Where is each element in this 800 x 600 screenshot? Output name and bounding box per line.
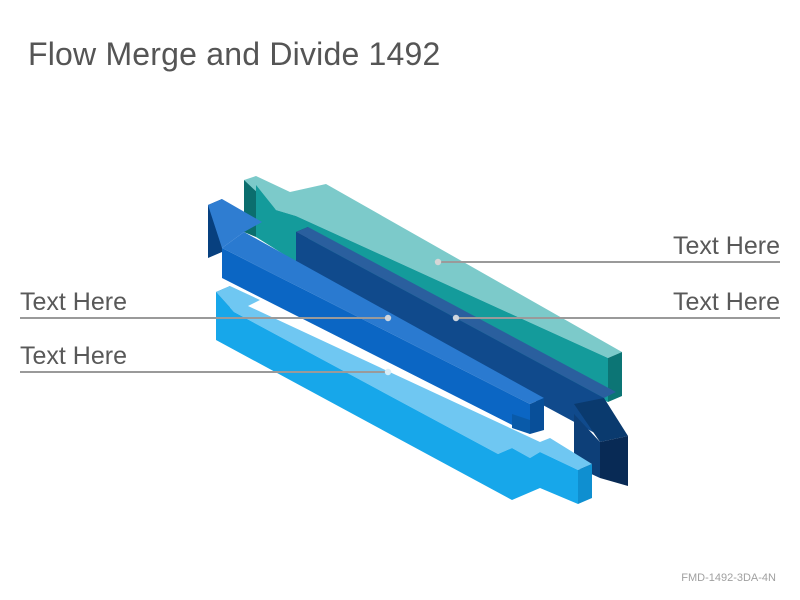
label-left-bottom: Text Here: [20, 342, 127, 370]
flow-bar-royal-top: [208, 199, 262, 248]
flow-bar-royal-front: [222, 248, 530, 434]
label-right-bottom: Text Here: [673, 288, 780, 316]
leader-left-bottom: [20, 368, 392, 376]
leader-right-bottom: [452, 314, 780, 322]
flow-bar-navy-end: [600, 436, 628, 486]
leader-left-top: [20, 314, 392, 322]
flow-bar-navy-front: [296, 232, 604, 438]
flow-bar-sky-top: [216, 286, 592, 470]
flow-bar-sky-front: [216, 292, 578, 504]
flow-bar-teal-end: [608, 352, 622, 402]
flow-bar-sky: [216, 286, 592, 504]
page-title: Flow Merge and Divide 1492: [28, 36, 441, 72]
footer-code: FMD-1492-3DA-4N: [681, 572, 776, 584]
label-left-top: Text Here: [20, 288, 127, 316]
flow-bar-royal-end: [530, 398, 544, 434]
flow-bar-navy-end-top: [574, 398, 628, 442]
flow-bar-sky-end: [578, 464, 592, 504]
flow-bar-teal-top: [244, 176, 622, 358]
leader-right-top: [434, 258, 780, 266]
flow-bar-navy-top: [296, 227, 616, 398]
flow-bar-navy: [296, 227, 628, 486]
flow-bar-royal-end-front: [512, 414, 530, 434]
label-right-top: Text Here: [673, 232, 780, 260]
